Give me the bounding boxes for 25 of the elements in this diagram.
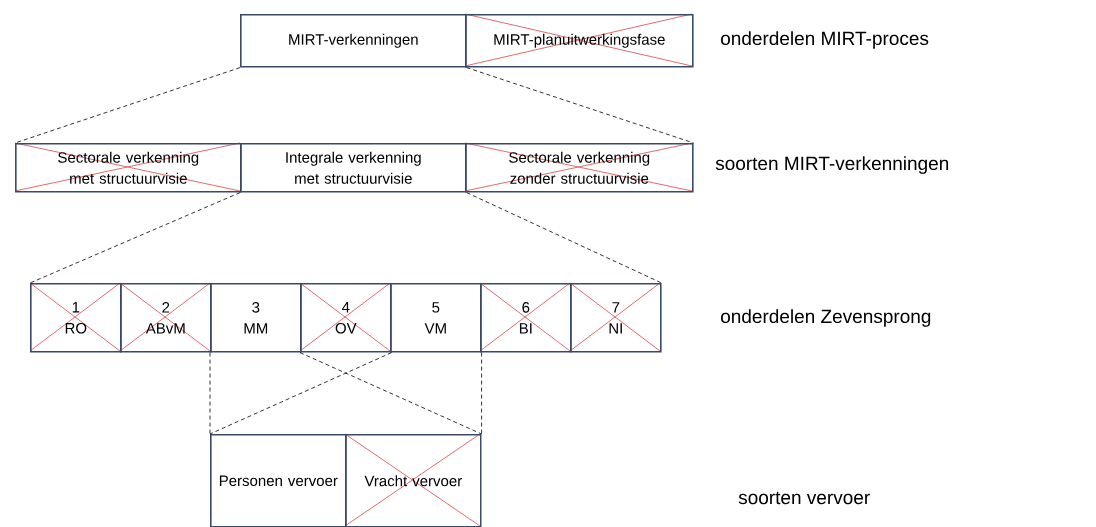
level-label: onderdelen Zevensprong: [721, 309, 931, 327]
crossed-out-box: 7 NI: [569, 282, 662, 353]
box: Personen vervoer: [210, 434, 347, 527]
dashed-line: [466, 192, 662, 284]
crossed-out-box: MIRT-planuitwerkingsfase: [464, 13, 694, 68]
dashed-line: [299, 352, 482, 435]
dashed-line: [481, 352, 482, 435]
dashed-line: [209, 352, 211, 435]
box: 3 MM: [210, 283, 302, 353]
dashed-line: [466, 67, 694, 144]
box: 5 VM: [390, 283, 482, 353]
crossed-out-box: 6 BI: [479, 282, 572, 353]
box: MIRT-verkenningen: [240, 14, 467, 68]
level-label: soorten MIRT-verkenningen: [715, 156, 949, 174]
crossed-out-box: 1 RO: [29, 282, 122, 353]
crossed-out-box: 2 ABvM: [119, 282, 212, 353]
crossed-out-box: Vracht vervoer: [344, 433, 482, 527]
box: Integrale verkenning met structuurvisie: [240, 143, 467, 193]
level-label: soorten vervoer: [738, 491, 870, 505]
dashed-line: [209, 352, 392, 435]
dashed-line: [29, 192, 241, 284]
crossed-out-box: 4 OV: [299, 282, 392, 353]
level-label: onderdelen MIRT-proces: [721, 31, 929, 49]
crossed-out-box: Sectorale verkenning met structuurvisie: [14, 142, 242, 193]
crossed-out-box: Sectorale verkenning zonder structuurvisie: [464, 142, 694, 193]
